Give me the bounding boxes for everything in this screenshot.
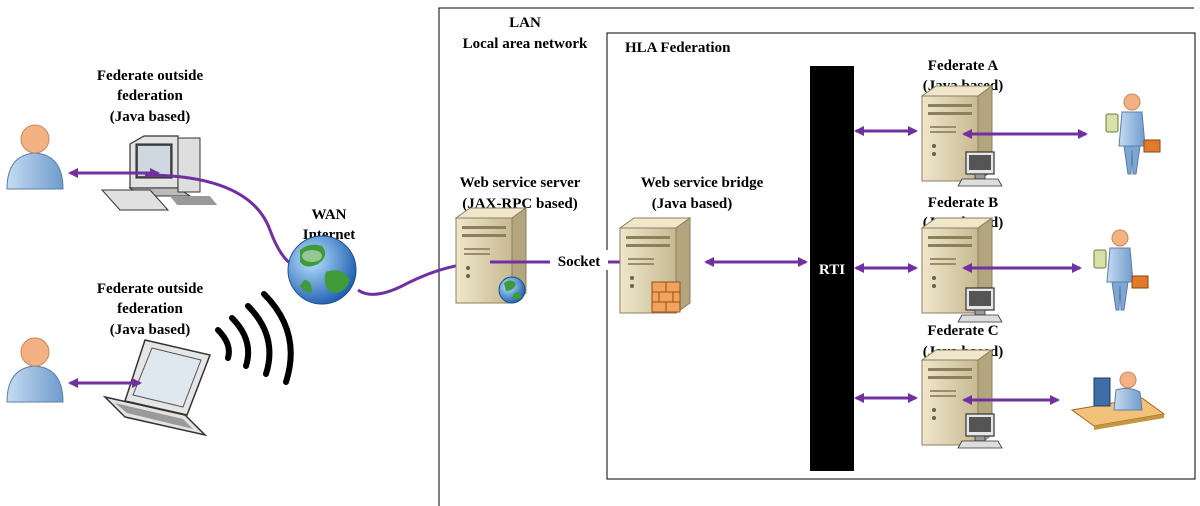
lan-title: LAN [509, 15, 541, 31]
ws-server-title: Web service server [460, 175, 581, 191]
wireless-signal-icon [215, 291, 294, 385]
lan-boundary [438, 7, 1194, 506]
link-wan-ws-server [357, 262, 471, 296]
svg-text:(Java based): (Java based) [110, 109, 190, 125]
outside-desktop-label: Federate outside federation (Java based) [97, 68, 204, 125]
svg-text:federation: federation [117, 88, 183, 104]
ws-bridge-subtitle: (Java based) [652, 196, 732, 212]
svg-text:federation: federation [117, 301, 183, 317]
user-1-icon [6, 124, 64, 190]
outside-laptop-label: Federate outside federation (Java based) [97, 281, 204, 338]
user-2-icon [6, 337, 64, 403]
globe-icon [287, 235, 357, 305]
ws-bridge-title: Web service bridge [641, 175, 764, 191]
federate-c-operator-icon [1070, 371, 1166, 430]
federate-b-user-icon [1093, 229, 1149, 311]
svg-text:Federate outside: Federate outside [97, 68, 204, 84]
wan-title: WAN [311, 207, 346, 223]
rti-bar [810, 66, 854, 471]
federate-a-title: Federate A [928, 58, 999, 74]
desktop-computer-icon [100, 135, 218, 211]
federation-title: HLA Federation [625, 40, 731, 56]
svg-text:Federate outside: Federate outside [97, 281, 204, 297]
svg-text:(Java based): (Java based) [110, 322, 190, 338]
ws-globe-icon [498, 276, 526, 304]
federate-c-title: Federate C [927, 323, 998, 339]
socket-label: Socket [558, 254, 601, 270]
firewall-icon [651, 281, 681, 313]
laptop-icon [102, 339, 212, 437]
federate-b-title: Federate B [928, 195, 998, 211]
federate-a-user-icon [1105, 93, 1161, 175]
rti-label: RTI [819, 262, 845, 278]
lan-subtitle: Local area network [463, 36, 588, 52]
